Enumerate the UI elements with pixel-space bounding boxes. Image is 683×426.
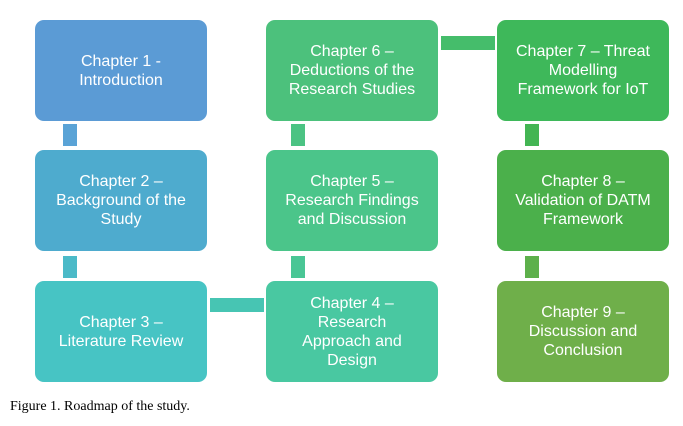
figure-caption: Figure 1. Roadmap of the study. bbox=[10, 399, 190, 414]
node-chapter-1-label: Chapter 1 - Introduction bbox=[79, 52, 163, 89]
node-chapter-8-label: Chapter 8 – Validation of DATM Framework bbox=[515, 173, 651, 228]
node-chapter-4-label: Chapter 4 – Research Approach and Design bbox=[302, 294, 402, 369]
node-chapter-1: Chapter 1 - Introduction bbox=[35, 20, 207, 121]
node-chapter-2: Chapter 2 – Background of the Study bbox=[35, 150, 207, 251]
node-chapter-5: Chapter 5 – Research Findings and Discus… bbox=[266, 150, 438, 251]
node-chapter-7: Chapter 7 – Threat Modelling Framework f… bbox=[497, 20, 669, 121]
node-chapter-9-label: Chapter 9 – Discussion and Conclusion bbox=[528, 304, 638, 359]
connector-ch4-ch5 bbox=[291, 256, 305, 278]
node-chapter-6: Chapter 6 – Deductions of the Research S… bbox=[266, 20, 438, 121]
connector-ch3-ch4 bbox=[210, 298, 264, 312]
connector-ch5-ch6 bbox=[291, 124, 305, 146]
node-chapter-6-label: Chapter 6 – Deductions of the Research S… bbox=[288, 43, 416, 98]
connector-ch2-ch3 bbox=[63, 256, 77, 278]
node-chapter-2-label: Chapter 2 – Background of the Study bbox=[56, 173, 186, 228]
connector-ch6-ch7 bbox=[441, 36, 495, 50]
node-chapter-3: Chapter 3 – Literature Review bbox=[35, 281, 207, 382]
node-chapter-9: Chapter 9 – Discussion and Conclusion bbox=[497, 281, 669, 382]
node-chapter-8: Chapter 8 – Validation of DATM Framework bbox=[497, 150, 669, 251]
node-chapter-5-label: Chapter 5 – Research Findings and Discus… bbox=[285, 173, 419, 228]
node-chapter-7-label: Chapter 7 – Threat Modelling Framework f… bbox=[515, 43, 650, 98]
node-chapter-4: Chapter 4 – Research Approach and Design bbox=[266, 281, 438, 382]
connector-ch7-ch8 bbox=[525, 124, 539, 146]
node-chapter-3-label: Chapter 3 – Literature Review bbox=[58, 313, 184, 350]
connector-ch1-ch2 bbox=[63, 124, 77, 146]
connector-ch8-ch9 bbox=[525, 256, 539, 278]
